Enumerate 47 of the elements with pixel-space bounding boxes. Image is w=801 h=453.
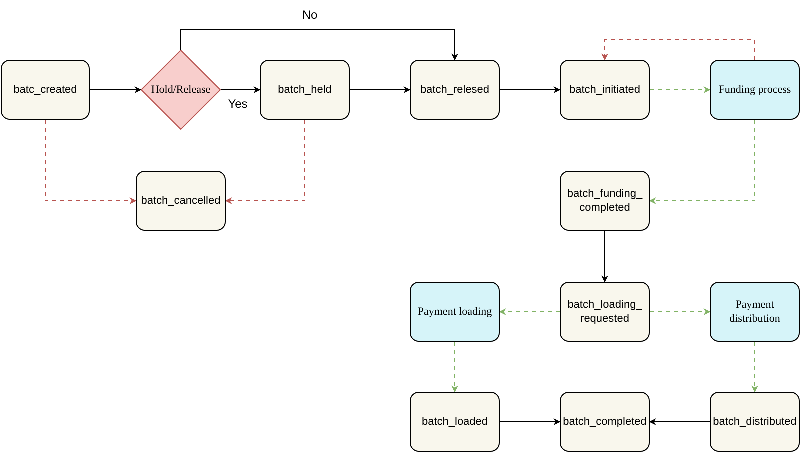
node-label: Funding process	[718, 82, 792, 98]
arrow	[650, 308, 711, 316]
process-box	[710, 282, 800, 342]
state-box	[1, 60, 90, 120]
node-label: batch_distributed	[713, 414, 797, 430]
state-box	[560, 171, 650, 231]
node-label: batch_loading_ requested	[566, 298, 644, 326]
state-box	[560, 282, 650, 342]
arrow	[649, 120, 756, 204]
arrow	[90, 86, 142, 94]
node-label: batc_created	[14, 82, 78, 98]
edge-label: No	[301, 8, 319, 22]
arrow	[180, 30, 458, 61]
process-box	[410, 282, 500, 342]
state-box	[410, 60, 500, 120]
state-box	[410, 392, 500, 452]
arrow	[752, 342, 758, 393]
node-label: batch_cancelled	[141, 194, 221, 208]
edge-label: Yes	[227, 97, 249, 111]
node-label: batch_initiated	[570, 82, 640, 98]
arrow	[649, 418, 710, 426]
arrow	[650, 86, 711, 94]
node-label: batch_loaded	[422, 414, 488, 430]
node-label: batch_relesed	[420, 82, 490, 98]
arrow	[499, 308, 560, 316]
arrow	[45, 120, 137, 204]
arrow	[602, 230, 608, 283]
process-box	[710, 60, 800, 120]
arrow	[350, 86, 411, 94]
state-box	[136, 171, 226, 231]
arrow	[220, 86, 261, 94]
state-box	[260, 60, 350, 120]
node-label: Hold/Release	[151, 82, 211, 98]
arrow	[500, 418, 561, 426]
arrow	[500, 86, 561, 94]
arrow	[452, 342, 458, 393]
arrow	[602, 40, 756, 61]
state-box	[560, 60, 650, 120]
arrow	[225, 120, 306, 204]
node-label: batch_completed	[563, 414, 647, 430]
state-box	[710, 392, 800, 452]
node-label: Payment distribution	[728, 298, 782, 326]
state-box	[560, 392, 650, 452]
node-label: batch_held	[278, 82, 332, 98]
node-label: Payment loading	[418, 304, 492, 320]
node-label: batch_funding_ completed	[566, 186, 644, 216]
decision-diamond	[141, 50, 221, 130]
